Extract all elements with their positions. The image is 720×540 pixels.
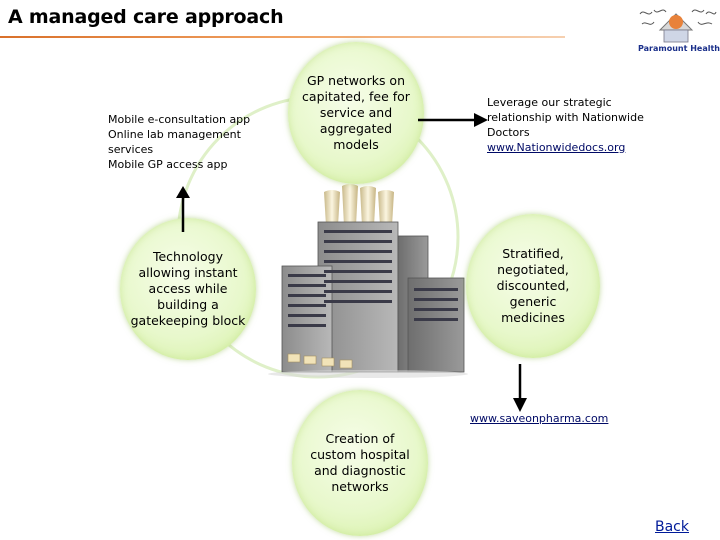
feature-line: Mobile GP access app <box>108 158 228 171</box>
note-line: relationship with Nationwide <box>487 111 644 124</box>
back-link[interactable]: Back <box>655 519 689 535</box>
circle-technology: Technology allowing instant access while… <box>120 218 256 360</box>
page-title: A managed care approach <box>8 6 284 28</box>
note-line: Leverage our strategic <box>487 96 612 109</box>
arrow-up-icon <box>176 186 190 232</box>
nationwidedocs-link[interactable]: www.Nationwidedocs.org <box>487 141 626 154</box>
circle-hospital-networks-text: Creation of custom hospital and diagnost… <box>310 431 410 494</box>
factory-windows <box>288 230 458 327</box>
feature-line: Online lab management <box>108 128 241 141</box>
note-line: Doctors <box>487 126 530 139</box>
arrow-right-icon <box>418 113 488 127</box>
feature-line: Mobile e-consultation app <box>108 113 251 126</box>
circle-gp-networks-text: GP networks on capitated, fee for servic… <box>302 73 410 152</box>
loading-docks <box>287 353 353 369</box>
title-divider <box>0 36 565 38</box>
circle-hospital-networks: Creation of custom hospital and diagnost… <box>292 390 428 536</box>
circle-gp-networks: GP networks on capitated, fee for servic… <box>288 42 424 184</box>
sun-house-logo-icon <box>639 9 717 43</box>
circle-medicines: Stratified, negotiated, discounted, gene… <box>466 214 600 358</box>
smokestacks <box>324 184 394 226</box>
nationwide-doctors-note: Leverage our strategic relationship with… <box>487 95 644 155</box>
paramount-health-logo: Paramount Health <box>632 0 720 62</box>
feature-line: services <box>108 143 154 156</box>
technology-features-list: Mobile e-consultation app Online lab man… <box>108 112 250 172</box>
arrow-down-icon <box>513 364 527 412</box>
circle-technology-text: Technology allowing instant access while… <box>130 249 246 328</box>
circle-medicines-text: Stratified, negotiated, discounted, gene… <box>496 246 570 325</box>
saveonpharma-link[interactable]: www.saveonpharma.com <box>470 412 609 425</box>
logo-text: Paramount Health <box>638 44 720 53</box>
factory-illustration <box>268 184 468 378</box>
